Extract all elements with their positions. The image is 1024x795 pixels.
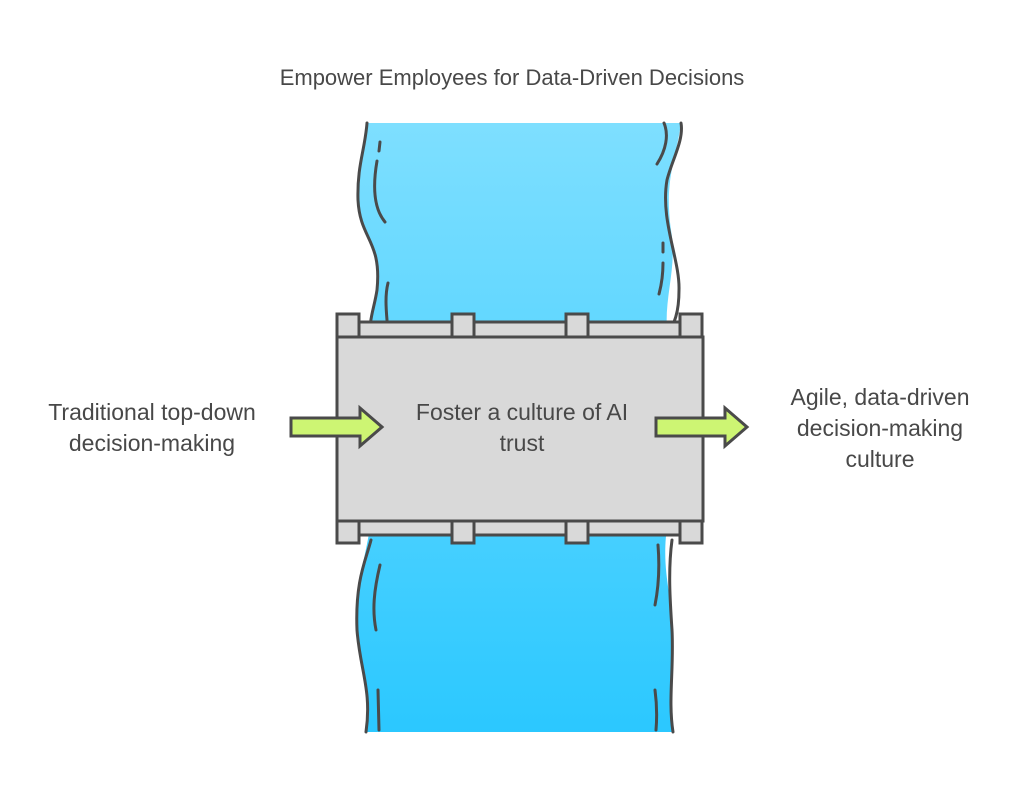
right-label-line: culture <box>845 446 915 472</box>
bridge <box>335 312 705 545</box>
river-ripple <box>372 563 382 732</box>
bridge-post <box>564 519 590 545</box>
bridge-post <box>450 312 476 339</box>
arrow-right-icon <box>289 404 385 450</box>
bridge-post <box>450 519 476 545</box>
river-bank-left <box>355 538 373 734</box>
bridge-post <box>335 312 361 339</box>
river-ripple <box>653 543 661 732</box>
river-bank-right <box>668 538 675 734</box>
left-label-line: Traditional top-down <box>48 399 256 425</box>
river-bank-left <box>356 121 380 342</box>
center-label-line: trust <box>499 430 545 456</box>
right-label: Agile, data-driven decision-making cultu… <box>760 382 1000 475</box>
center-label-line: Foster a culture of AI <box>415 399 629 425</box>
bridge-post <box>678 519 704 545</box>
bridge-deck <box>335 335 705 523</box>
left-label: Traditional top-down decision-making <box>22 397 282 459</box>
river-ripple <box>373 140 390 322</box>
river-ripple <box>655 121 668 296</box>
bridge-rail-bottom <box>357 519 683 537</box>
right-label-line: decision-making <box>796 415 964 441</box>
bridge-post <box>564 312 590 339</box>
arrow-right-icon <box>654 404 750 450</box>
left-label-line: decision-making <box>68 430 236 456</box>
bridge-rail-top <box>357 320 683 339</box>
right-label-line: Agile, data-driven <box>790 384 970 410</box>
center-label: Foster a culture of AI trust <box>372 397 672 459</box>
bridge-post <box>335 519 361 545</box>
bridge-post <box>678 312 704 339</box>
diagram-title: Empower Employees for Data-Driven Decisi… <box>279 65 745 90</box>
